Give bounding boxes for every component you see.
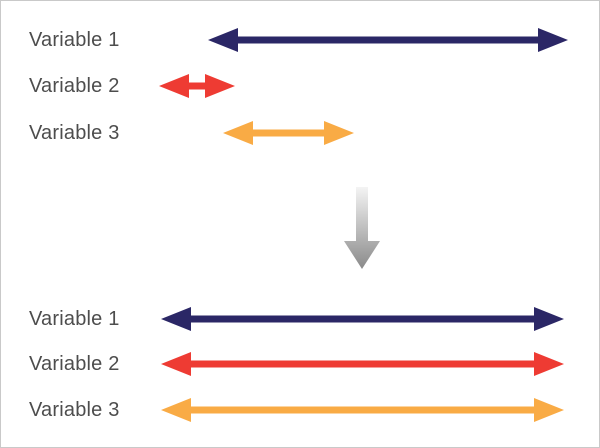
label-variable-3-before: Variable 3	[29, 122, 120, 144]
range-arrow-before-variable-2	[159, 74, 235, 98]
range-arrow-after-variable-2	[161, 352, 564, 376]
label-variable-2-before: Variable 2	[29, 75, 120, 97]
label-variable-1-after: Variable 1	[29, 308, 120, 330]
label-variable-1-before: Variable 1	[29, 29, 120, 51]
range-arrow-before-variable-1	[208, 28, 568, 52]
range-arrow-before-variable-3	[223, 121, 354, 145]
transform-down-arrow	[344, 187, 380, 269]
label-variable-2-after: Variable 2	[29, 353, 120, 375]
range-arrow-after-variable-1	[161, 307, 564, 331]
label-variable-3-after: Variable 3	[29, 399, 120, 421]
range-arrow-after-variable-3	[161, 398, 564, 422]
